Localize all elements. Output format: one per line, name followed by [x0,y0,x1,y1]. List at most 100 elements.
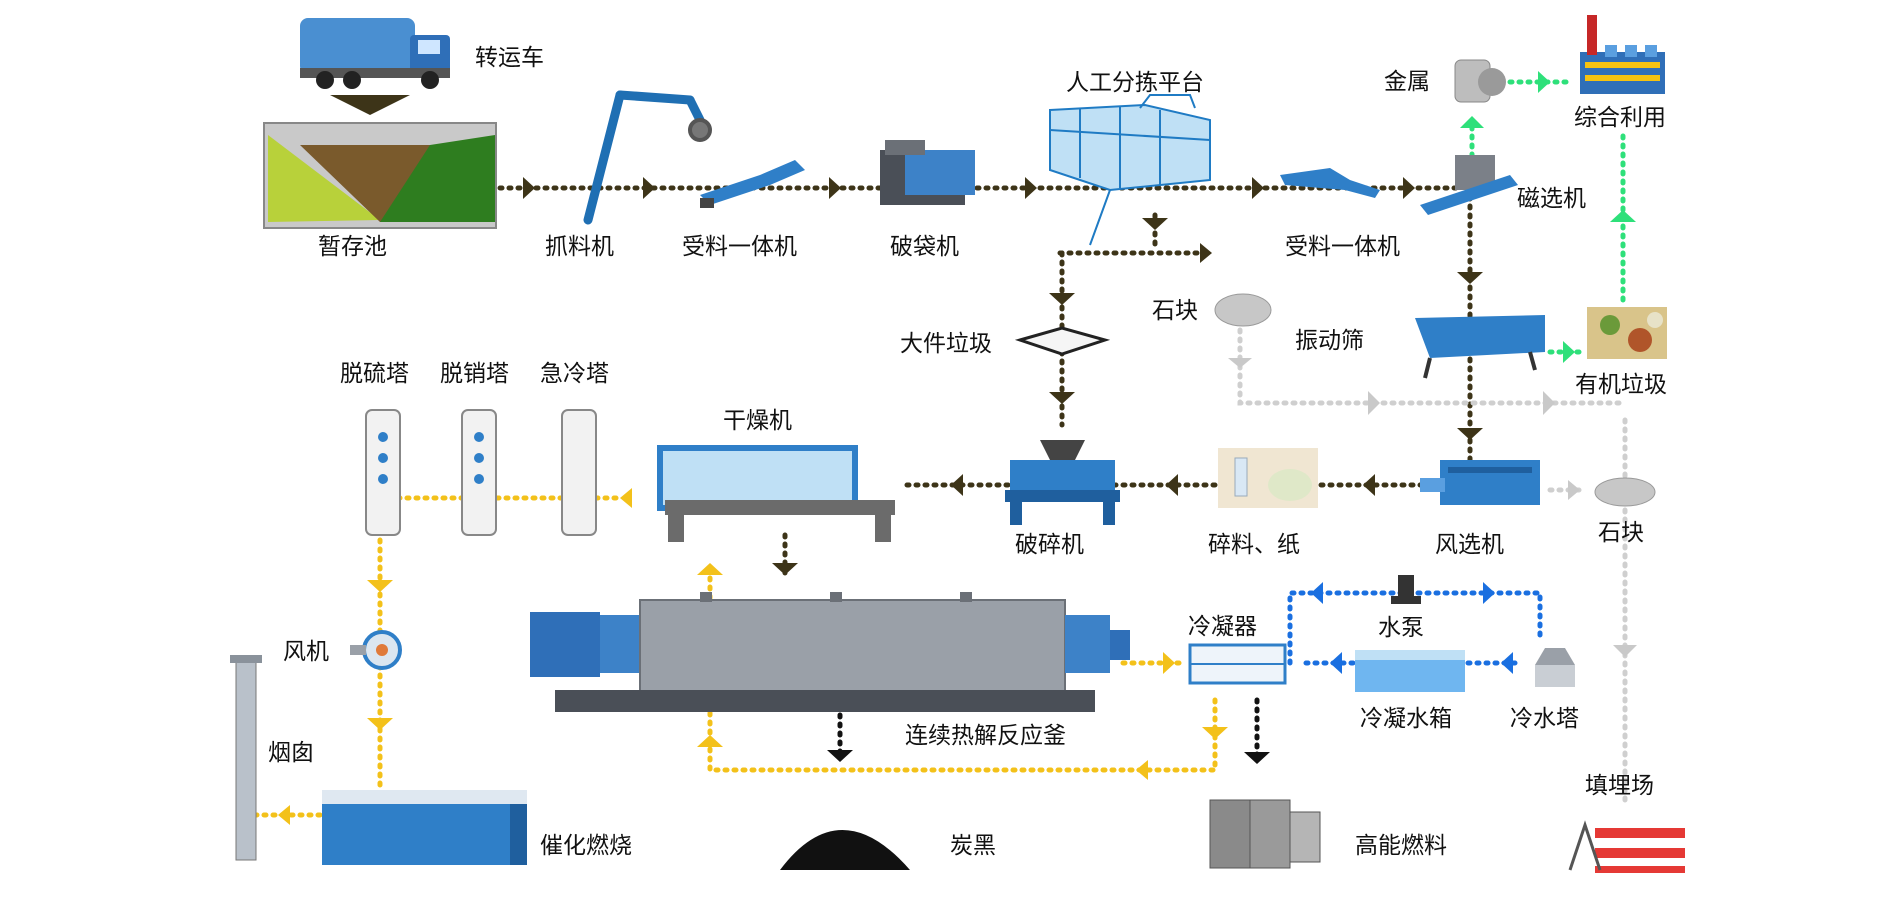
arrow [1136,760,1148,780]
water-pump-icon [1391,575,1421,604]
chimney-icon [230,655,262,861]
label-manual-sorting: 人工分拣平台 [1066,70,1204,96]
arrow [1330,652,1342,674]
fan-icon [350,630,402,670]
stone-icon [1594,477,1656,507]
vibrating-screen-icon [1415,315,1545,379]
label-organic-waste: 有机垃圾 [1575,372,1667,398]
arrow [1543,391,1555,415]
label-metal: 金属 [1384,69,1430,95]
label-stone-2: 石块 [1598,520,1644,546]
arrow [1252,177,1264,199]
quench-tower-icon [561,409,597,536]
arrow [772,563,798,575]
arrow [1501,652,1513,674]
magnetic-separator-icon [1420,155,1518,215]
label-condenser: 冷凝器 [1188,614,1257,640]
arrow [1244,752,1270,764]
gas-flow-arrows [278,488,1228,825]
arrow [523,177,535,199]
arrow [829,177,841,199]
arrow [1311,582,1323,604]
arrow [367,580,393,592]
label-fan: 风机 [283,639,329,665]
arrow [1049,392,1075,404]
label-high-energy-fuel: 高能燃料 [1355,833,1447,859]
label-transfer-truck: 转运车 [475,45,544,71]
arrow [1403,177,1415,199]
truck-icon [300,18,450,89]
fuel-drums-icon [1209,799,1321,869]
label-crushed-paper: 碎料、纸 [1208,532,1300,558]
arrow [367,718,393,730]
water-flow-arrows [1311,582,1513,674]
shredder-icon [1005,440,1120,525]
desulfurization-tower-icon [365,409,401,536]
feeder-icon [1280,168,1380,198]
label-stone-1: 石块 [1152,298,1198,324]
dryer-icon [657,445,895,542]
arrow [1049,293,1075,305]
label-vibrating-screen: 振动筛 [1295,328,1364,354]
arrow [1538,71,1550,93]
arrow [1166,474,1178,496]
landfill-icon [1568,820,1685,873]
label-condensate-tank: 冷凝水箱 [1360,706,1452,732]
condensate-tank-icon [1355,650,1465,692]
label-shredder: 破碎机 [1015,532,1084,558]
label-cooling-tower: 冷水塔 [1510,706,1579,732]
arrow [1563,341,1575,363]
denitration-tower-icon [461,409,497,536]
arrow [1163,652,1175,674]
arrow [951,474,963,496]
arrow [1613,645,1637,657]
metal-icon [1454,59,1506,103]
label-desulfurization-tower: 脱硫塔 [340,361,409,387]
recycle-flow-arrows [1460,71,1636,363]
label-landfill: 填埋场 [1585,773,1654,799]
catalytic-combustion-icon [322,790,527,865]
carbon-black-icon [780,830,910,870]
condenser-icon [1188,643,1287,685]
label-catalytic-combustion: 催化燃烧 [540,833,632,859]
stone-reject-line [1237,327,1628,406]
arrow [1460,116,1484,128]
material-flow-arrows [330,95,1483,575]
large-waste-icon [1014,326,1111,356]
sorting-platform-icon [1049,94,1211,246]
label-large-waste: 大件垃圾 [900,331,992,357]
crushed-paper-icon [1218,448,1318,508]
arrow [1568,480,1580,500]
air-separator-icon [1420,460,1540,505]
arrow [1363,474,1375,496]
arrow [1142,218,1168,230]
arrow [1200,243,1212,263]
reject-flow-arrows [1228,358,1637,657]
label-air-separator: 风选机 [1435,532,1504,558]
arrow [1483,582,1495,604]
arrow [330,95,410,115]
label-quench-tower: 急冷塔 [540,361,609,387]
label-storage-pit: 暂存池 [318,234,387,260]
grab-machine-icon [583,90,712,225]
arrow [1228,358,1252,368]
stone-icon [1214,293,1272,327]
organic-waste-icon [1587,307,1667,359]
bag-breaker-icon [880,140,975,205]
arrow [643,177,655,199]
arrow [1025,177,1037,199]
arrow [1368,391,1380,415]
label-pyrolysis-reactor: 连续热解反应釜 [905,723,1066,749]
water-loop-top [1287,590,1543,666]
arrow [620,488,632,508]
label-feeder-2: 受料一体机 [1285,234,1400,260]
pyrolysis-reactor-icon [530,592,1130,712]
arrow [1457,428,1483,440]
label-magnetic-separator: 磁选机 [1517,186,1586,212]
label-chimney: 烟囱 [268,740,314,766]
label-carbon-black: 炭黑 [950,833,996,859]
char-flow-arrows [827,750,1270,764]
feeder-icon [700,160,805,208]
